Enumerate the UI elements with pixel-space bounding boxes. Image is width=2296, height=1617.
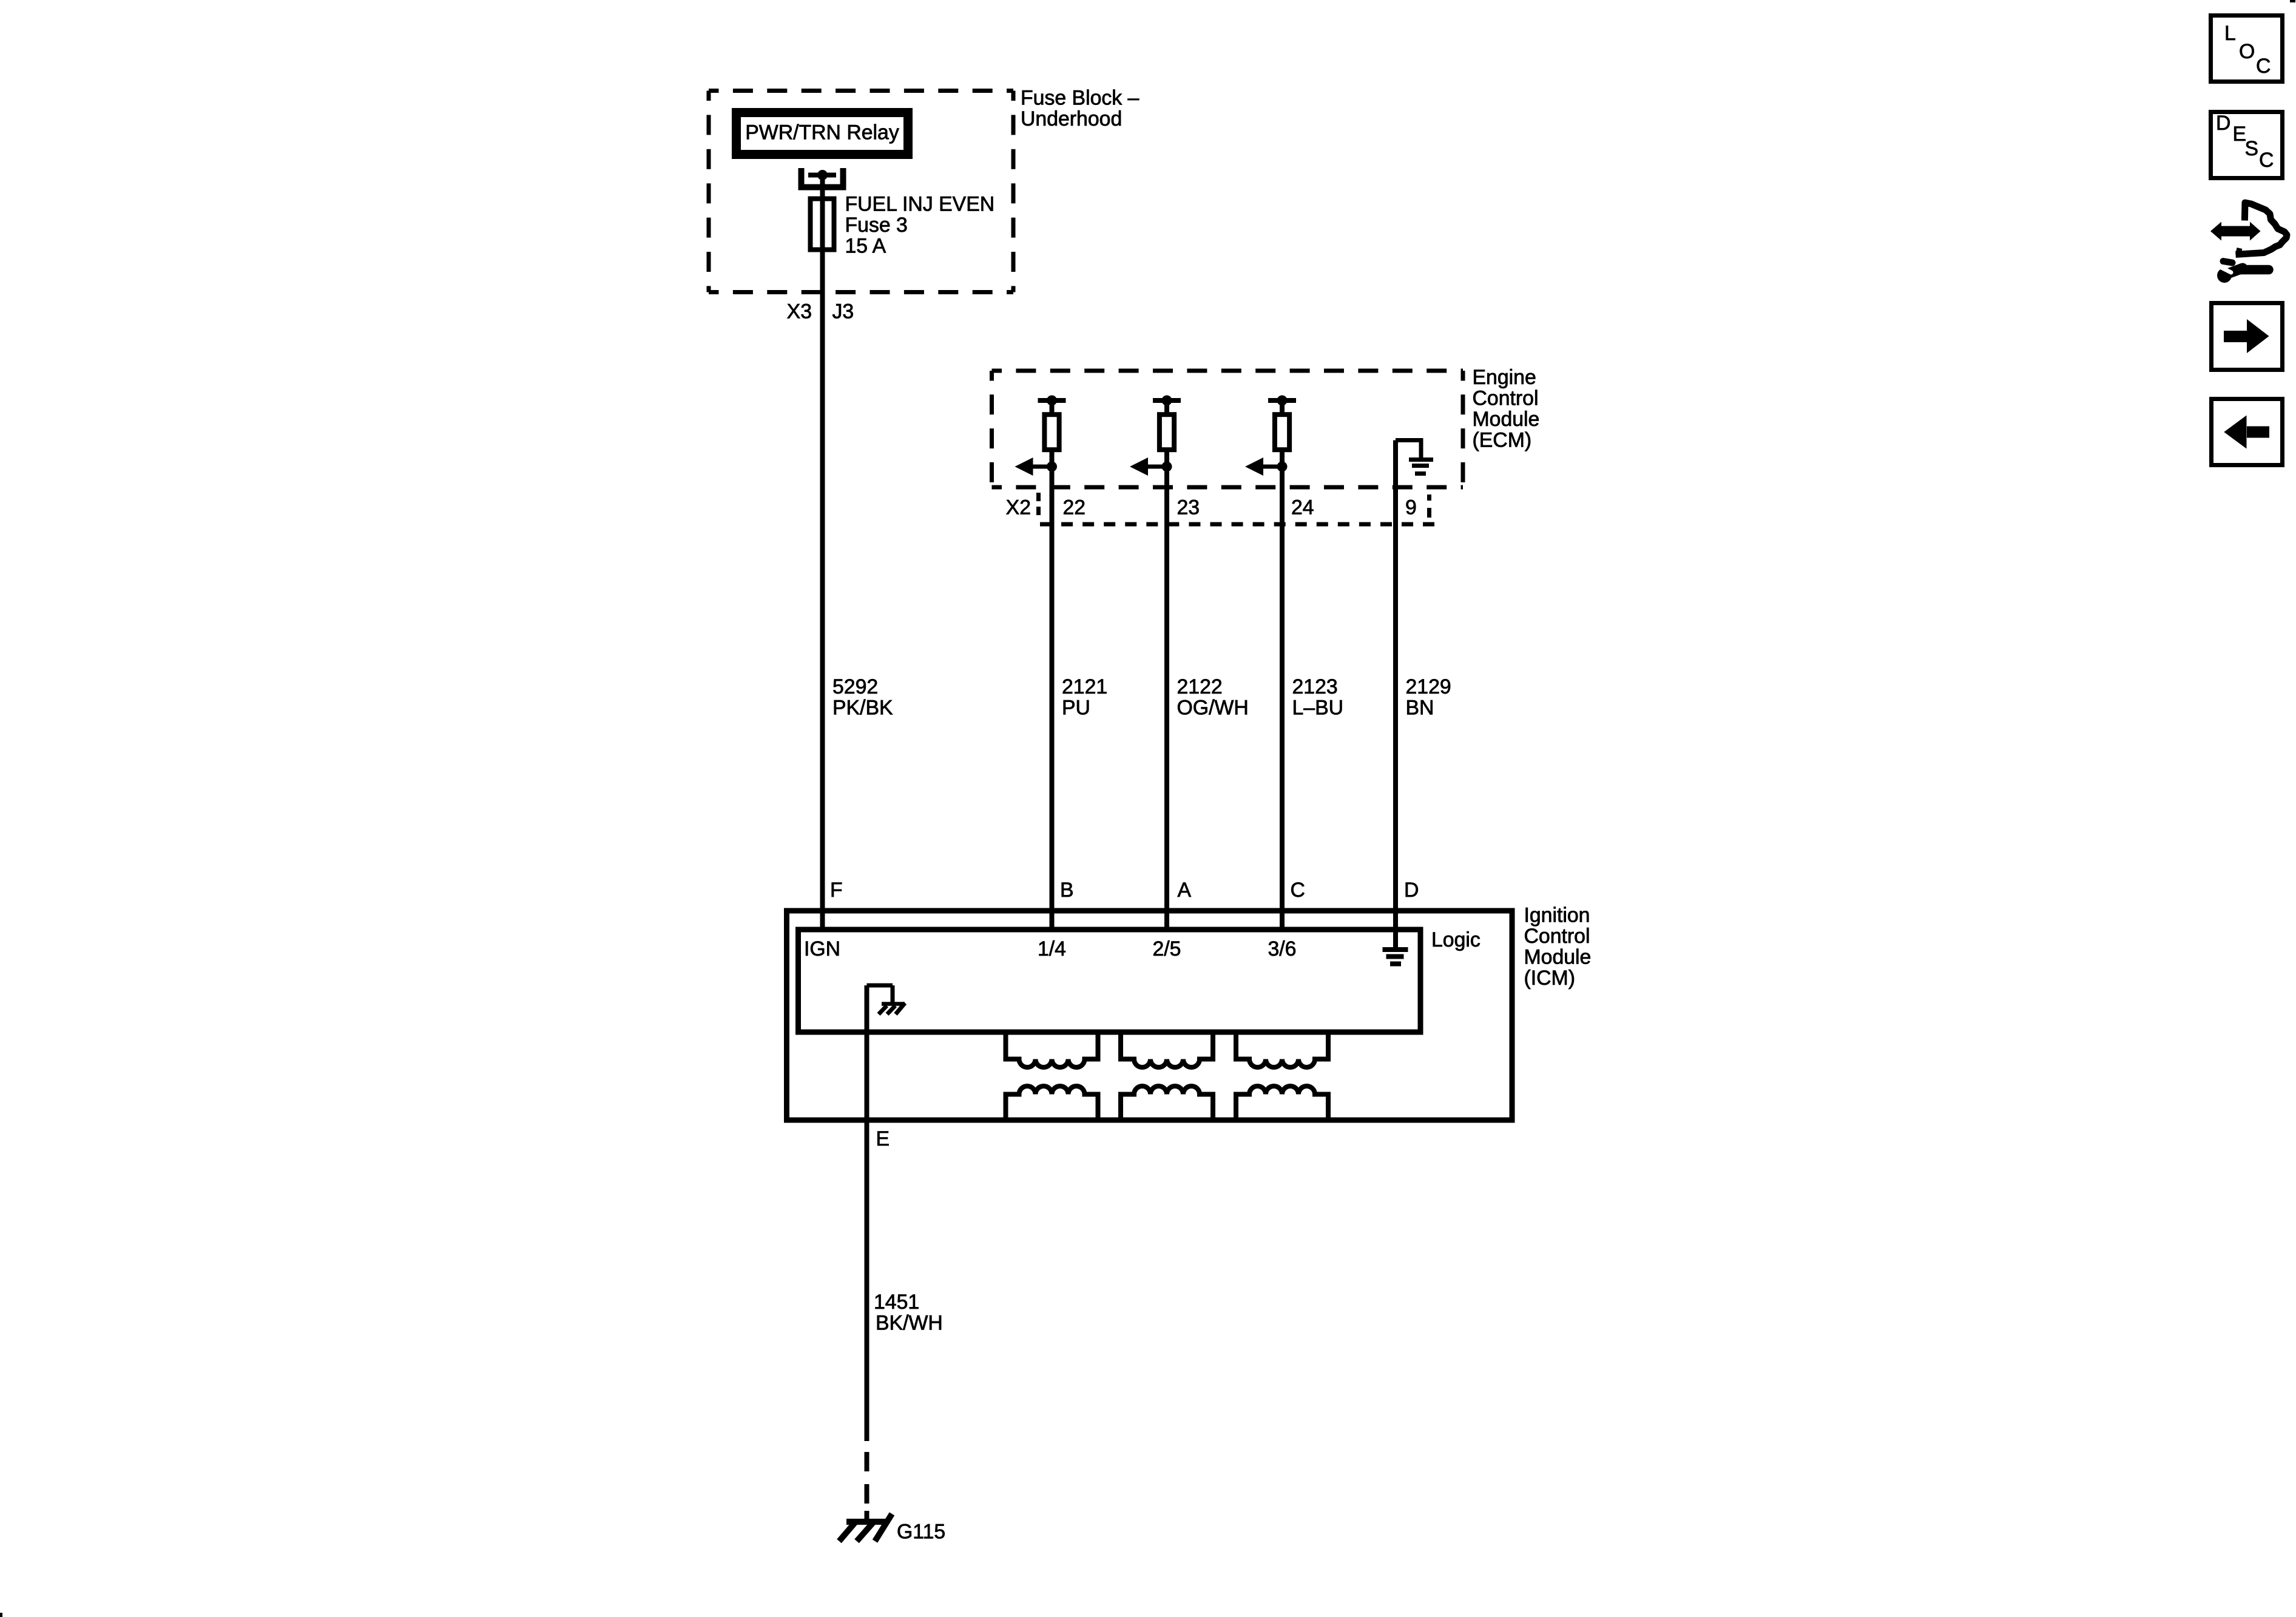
svg-text:L–BU: L–BU <box>1292 697 1344 720</box>
svg-text:G115: G115 <box>897 1521 945 1544</box>
svg-text:2/5: 2/5 <box>1153 937 1181 960</box>
svg-text:PWR/TRN Relay: PWR/TRN Relay <box>745 121 899 144</box>
svg-text:BK/WH: BK/WH <box>876 1312 943 1335</box>
svg-text:(ECM): (ECM) <box>1473 429 1532 452</box>
svg-text:L: L <box>2224 22 2236 45</box>
svg-text:C: C <box>2256 55 2271 78</box>
svg-text:X2: X2 <box>1006 496 1031 519</box>
svg-text:Fuse 3: Fuse 3 <box>845 214 908 237</box>
svg-text:F: F <box>830 879 843 902</box>
svg-text:PK/BK: PK/BK <box>832 697 893 720</box>
svg-text:9: 9 <box>1405 496 1417 519</box>
svg-text:OG/WH: OG/WH <box>1177 697 1249 720</box>
svg-text:Engine: Engine <box>1473 366 1536 389</box>
svg-text:Module: Module <box>1524 946 1592 969</box>
svg-text:23: 23 <box>1177 496 1200 519</box>
svg-text:E: E <box>2233 123 2247 146</box>
svg-text:22: 22 <box>1063 496 1086 519</box>
svg-text:Control: Control <box>1473 387 1539 410</box>
svg-text:5292: 5292 <box>832 675 878 698</box>
svg-text:15 A: 15 A <box>845 235 886 258</box>
svg-text:C: C <box>2259 149 2274 172</box>
svg-text:2129: 2129 <box>1406 675 1451 698</box>
svg-text:Control: Control <box>1524 925 1590 948</box>
svg-text:C: C <box>1291 879 1305 902</box>
svg-text:E: E <box>876 1127 890 1150</box>
svg-text:(ICM): (ICM) <box>1524 967 1575 990</box>
svg-text:2121: 2121 <box>1062 675 1107 698</box>
svg-text:BN: BN <box>1406 697 1434 720</box>
svg-text:J3: J3 <box>832 300 854 323</box>
svg-text:D: D <box>1404 879 1419 902</box>
svg-text:O: O <box>2239 40 2255 63</box>
svg-text:24: 24 <box>1291 496 1314 519</box>
svg-text:B: B <box>1060 879 1074 902</box>
svg-text:PU: PU <box>1062 697 1090 720</box>
svg-text:2123: 2123 <box>1292 675 1338 698</box>
svg-text:X3: X3 <box>787 300 812 323</box>
svg-text:Fuse Block –: Fuse Block – <box>1021 87 1140 110</box>
svg-text:1/4: 1/4 <box>1038 937 1066 960</box>
svg-text:2122: 2122 <box>1177 675 1223 698</box>
svg-text:3/6: 3/6 <box>1268 937 1297 960</box>
svg-text:Logic: Logic <box>1431 928 1481 951</box>
svg-text:D: D <box>2216 112 2230 135</box>
svg-text:S: S <box>2245 137 2259 160</box>
svg-text:IGN: IGN <box>804 937 840 960</box>
svg-text:Ignition: Ignition <box>1524 904 1590 927</box>
svg-text:FUEL INJ EVEN: FUEL INJ EVEN <box>845 193 995 216</box>
svg-text:A: A <box>1178 879 1192 902</box>
svg-text:1451: 1451 <box>874 1291 919 1314</box>
svg-text:Module: Module <box>1473 408 1540 431</box>
svg-text:Underhood: Underhood <box>1021 107 1122 130</box>
